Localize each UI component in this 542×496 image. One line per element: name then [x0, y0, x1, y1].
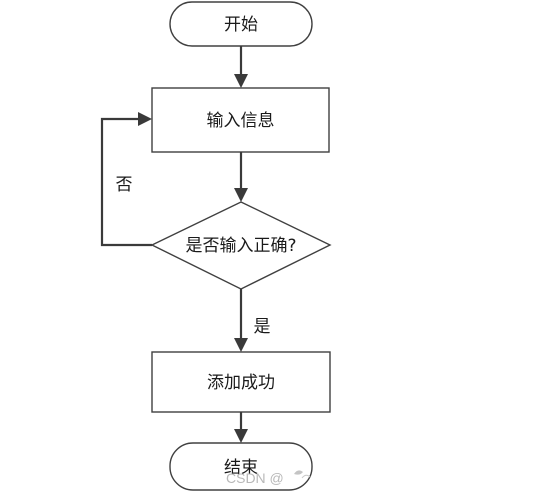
- input-node: 输入信息: [151, 87, 330, 153]
- end-node-shape: [169, 442, 313, 491]
- yes-label: 是: [254, 317, 271, 337]
- no-label: 否: [116, 175, 133, 195]
- end-node: 结束: [169, 442, 313, 491]
- decision-node-label: 是否输入正确?: [185, 236, 296, 256]
- end-node-label: 结束: [224, 458, 258, 478]
- arrow-decision-to-success: [234, 289, 248, 352]
- arrow-input-to-decision: [234, 152, 248, 202]
- success-node-label: 添加成功: [207, 373, 275, 393]
- watermark-text: CSDN @: [226, 470, 284, 486]
- input-node-shape: [151, 87, 330, 153]
- arrow-no-loop: [100, 112, 152, 247]
- start-node: 开始: [169, 1, 313, 47]
- success-node-shape: [151, 351, 331, 413]
- input-node-label: 输入信息: [207, 111, 275, 131]
- arrow-success-to-end: [234, 412, 248, 443]
- arrow-start-to-input: [234, 46, 248, 88]
- decision-node: 是否输入正确?: [150, 201, 332, 290]
- watermark-icon: [294, 470, 311, 479]
- start-node-label: 开始: [224, 15, 258, 35]
- success-node: 添加成功: [151, 351, 331, 413]
